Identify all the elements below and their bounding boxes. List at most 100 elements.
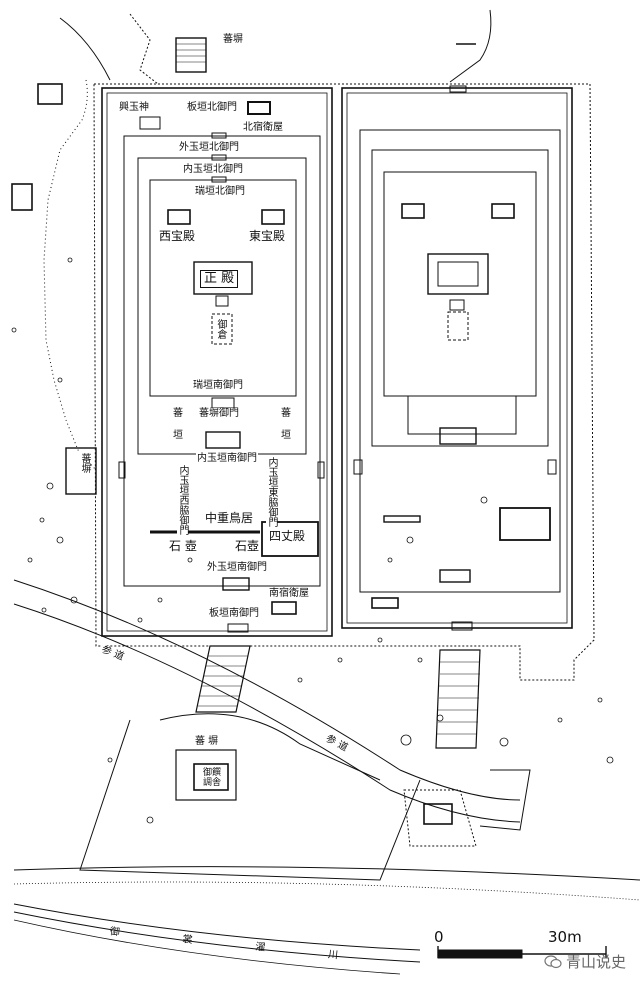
label-inner-west-side-gate: 内玉垣西脇御門 (177, 464, 188, 536)
label-kogyoku: 興玉神 (118, 102, 150, 113)
east-site-stone (383, 515, 421, 523)
gate-tick (317, 461, 325, 479)
label-kaki-left: 垣 (172, 430, 184, 441)
river-line-3 (13, 919, 401, 975)
label-west-treasury: 西宝殿 (158, 229, 197, 243)
mizugaki-south-gate-block (211, 397, 235, 409)
south-stair-west-treads (198, 655, 248, 707)
main-hall-frame (193, 261, 253, 295)
gate-tick (211, 154, 227, 161)
label-inner-east-side-gate: 内玉垣東脇御門 (266, 456, 277, 528)
scale-bar-fill (437, 949, 523, 959)
label-kaki-right: 垣 (280, 430, 292, 441)
river-bank-north (13, 866, 640, 881)
sando-upper-edge (13, 579, 521, 801)
north-stair-treads (176, 43, 206, 63)
label-east-treasury: 東宝殿 (248, 229, 287, 243)
south-stair-east-treads (437, 661, 480, 735)
label-chikubei-west: 蕃塀 (79, 452, 90, 474)
label-shijoden: 四丈殿 (268, 529, 307, 543)
label-ishitsubo-left: 石 壺 (168, 539, 198, 553)
north-road-left (59, 17, 111, 81)
scale-zero: 0 (434, 928, 444, 946)
east-site-steps (449, 299, 465, 311)
kogyoku-shrine (139, 116, 161, 130)
lower-precinct-outline (79, 719, 421, 881)
inner-tamagaki-east (371, 149, 549, 447)
label-chikubei-inner: 蕃塀御門 (198, 408, 240, 419)
label-ban-left: 蕃 (172, 408, 184, 419)
west-structure-2 (11, 183, 33, 211)
east-north-gate (449, 85, 467, 93)
east-lower-path (479, 769, 531, 831)
gate-tick (211, 176, 227, 183)
main-hall-steps (215, 295, 229, 307)
river-bank-sand (13, 881, 640, 901)
label-inner-tamagaki-north-gate: 内玉垣北御門 (182, 164, 244, 175)
west-boundary-dots (43, 79, 97, 471)
north-stairs (175, 37, 207, 73)
east-site-gate (439, 427, 477, 445)
label-mikura: 御倉 (215, 318, 226, 340)
mitarashi-building (193, 763, 229, 791)
east-east-gate (547, 459, 557, 475)
itagaki-east-inner (346, 92, 568, 624)
east-site-treasury-east (491, 203, 515, 219)
east-site-forecourt (407, 395, 517, 435)
watermark-text: 青山说史 (565, 953, 626, 971)
itagaki-east-outer (341, 87, 573, 629)
outer-tamagaki-east (359, 129, 561, 593)
label-south-guard: 南宿衛屋 (268, 588, 310, 599)
gate-tick (118, 461, 126, 479)
label-inner-tamagaki-south-gate: 内玉垣南御門 (196, 453, 258, 464)
east-site-mikura (447, 311, 469, 341)
mikura-dashed (211, 313, 233, 345)
east-site-guard (371, 597, 399, 609)
sando-lower-edge (13, 603, 521, 823)
east-lower-enclosure (403, 789, 477, 847)
gate-tick (211, 132, 227, 139)
scale-max: 30m (548, 928, 582, 946)
itagaki-west-outer (101, 87, 333, 637)
inner-gate-block (205, 431, 241, 449)
river-line-1 (13, 903, 421, 951)
label-itagaki-south-gate: 板垣南御門 (208, 608, 260, 619)
east-site-main-hall (427, 253, 489, 295)
outer-south-gate-block (222, 577, 250, 591)
mitarashi-enclosure (175, 749, 237, 801)
mizugaki-west (149, 179, 297, 397)
north-road-curve (449, 9, 492, 83)
label-mitarashi: 御饌調舎 (198, 768, 226, 788)
river-line-2 (13, 911, 421, 963)
east-site-main-hall-inner (437, 261, 479, 287)
west-chikubei-frame (65, 447, 97, 495)
south-stairs-east (435, 649, 481, 749)
label-mizugaki-north-gate: 瑞垣北御門 (194, 186, 246, 197)
label-north-guard: 北宿衛屋 (242, 122, 284, 133)
label-naka-torii: 中重鳥居 (204, 511, 255, 525)
east-site-treasury-west (401, 203, 425, 219)
south-guard-block (271, 601, 297, 615)
outer-tamagaki-west (123, 135, 321, 587)
itagaki-south-gate-block (227, 623, 249, 633)
wechat-logo-icon (544, 954, 562, 969)
east-lower-building (423, 803, 453, 825)
north-gate-itagaki-block (247, 101, 271, 115)
sando-branch (159, 713, 381, 781)
label-outer-tamagaki-north-gate: 外玉垣北御門 (178, 142, 240, 153)
label-mizugaki-south-gate: 瑞垣南御門 (192, 380, 244, 391)
west-structure-1 (37, 83, 63, 105)
east-site-shijoden (499, 507, 551, 541)
south-stairs-west (195, 645, 251, 713)
watermark: 青山说史 (544, 951, 626, 972)
label-chikubei-south: 蕃 塀 (194, 736, 220, 747)
north-path (129, 13, 159, 85)
scattered-stones (11, 257, 614, 824)
label-ban-right: 蕃 (280, 408, 292, 419)
itagaki-west-inner (106, 92, 328, 632)
label-chikubei-north: 蕃塀 (222, 34, 244, 45)
east-west-gate (353, 459, 363, 475)
label-outer-tamagaki-south-gate: 外玉垣南御門 (206, 562, 268, 573)
